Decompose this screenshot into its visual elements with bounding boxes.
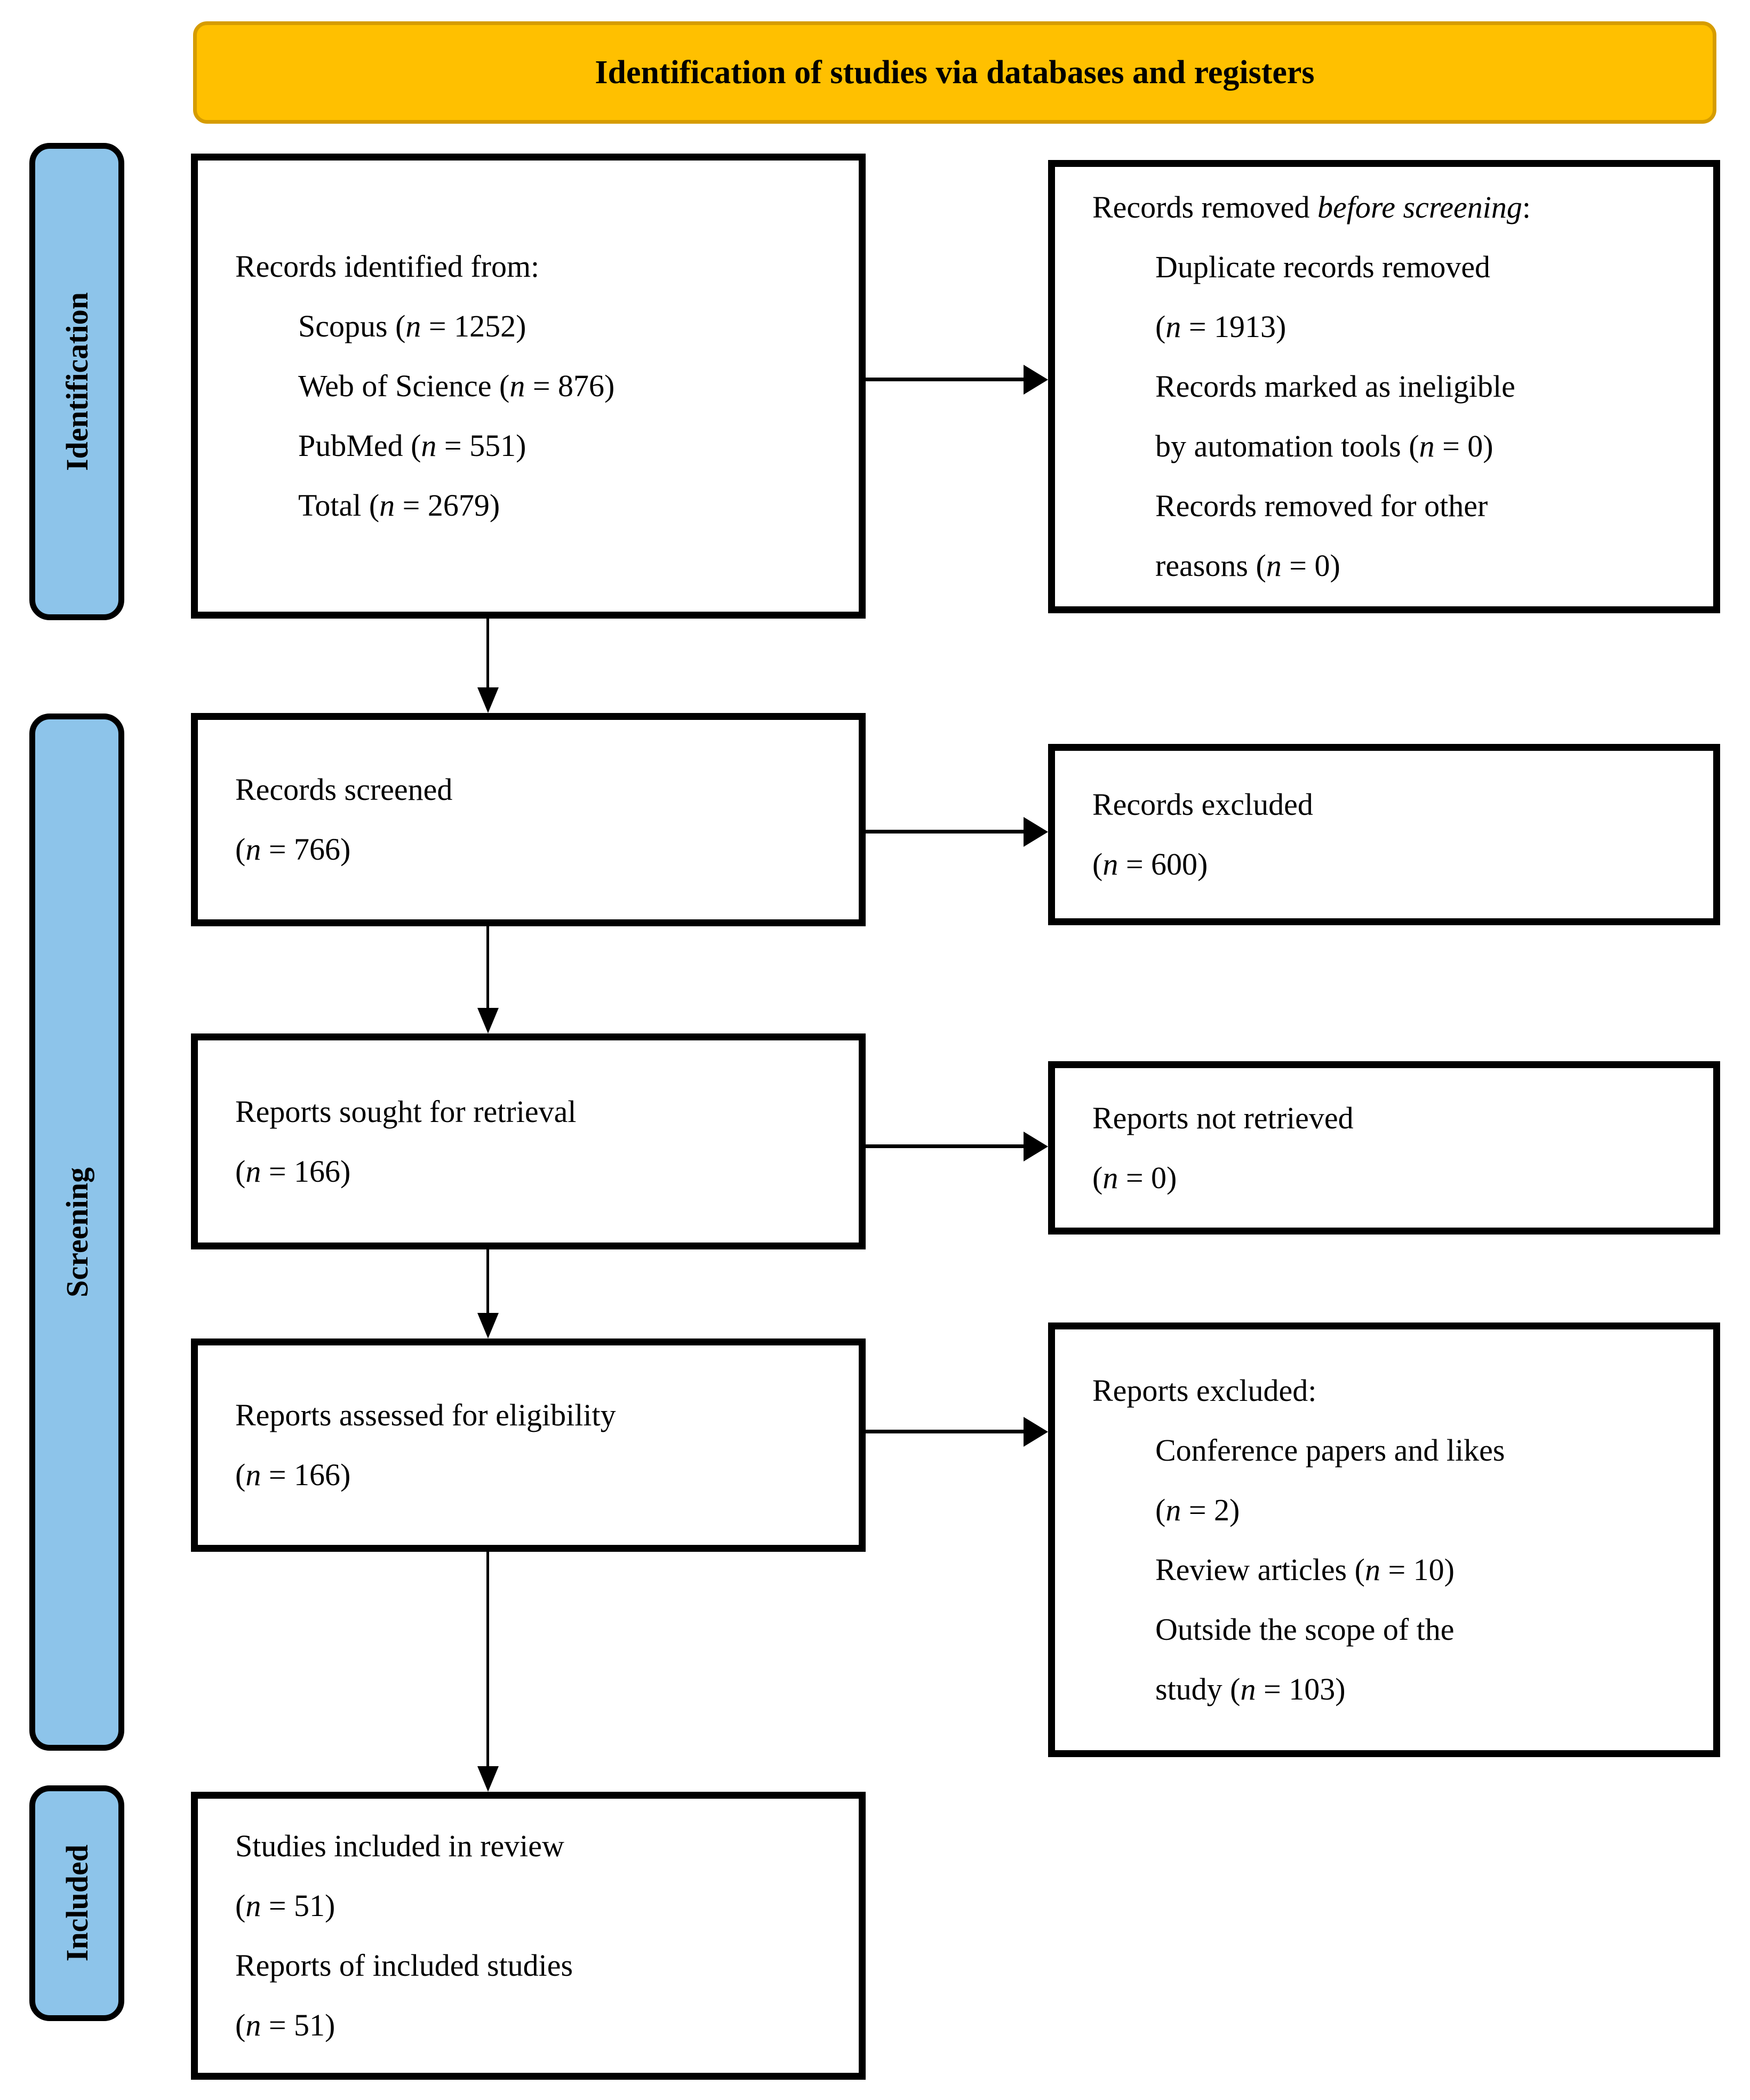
box-text-line: reasons (n = 0) xyxy=(1155,548,1340,583)
box-text-line: Reports excluded: xyxy=(1092,1373,1317,1408)
phase-screening-label: Screening xyxy=(59,1167,94,1297)
box-text-line: Studies included in review xyxy=(235,1829,564,1863)
box-text-line: (n = 166) xyxy=(235,1153,351,1189)
phase-identification-label: Identification xyxy=(59,292,94,471)
box-text-line: Records removed for other xyxy=(1155,488,1488,523)
arrow-right-screened-to-excluded xyxy=(866,830,1024,833)
box-text-line: Reports assessed for eligibility xyxy=(235,1398,616,1432)
arrow-right-sought-to-not-retrieved xyxy=(866,1144,1024,1148)
box-text-line: (n = 766) xyxy=(235,832,351,867)
box-text-line: Records marked as ineligible xyxy=(1155,369,1515,404)
arrow-down-assessed-to-included xyxy=(486,1552,489,1766)
box-text-line: PubMed (n = 551) xyxy=(298,428,526,463)
box-text-line: (n = 0) xyxy=(1092,1160,1177,1195)
box-text-line: Review articles (n = 10) xyxy=(1155,1552,1455,1587)
box-reports-assessed-for-eligibility: Reports assessed for eligibility (n = 166… xyxy=(191,1338,866,1552)
box-records-removed-before-screening: Records removed before screening: Duplica… xyxy=(1048,160,1720,613)
box-reports-not-retrieved: Reports not retrieved (n = 0) xyxy=(1048,1061,1720,1235)
arrow-right-assessed-to-excluded xyxy=(866,1430,1024,1433)
box-text-line: (n = 51) xyxy=(235,1888,335,1923)
box-text-line: (n = 166) xyxy=(235,1457,351,1492)
box-reports-sought-for-retrieval: Reports sought for retrieval (n = 166) xyxy=(191,1033,866,1249)
box-text-line: Total (n = 2679) xyxy=(298,488,500,523)
phase-screening: Screening xyxy=(29,714,124,1751)
box-text-line: Records identified from: xyxy=(235,249,540,284)
box-text-line: (n = 2) xyxy=(1155,1492,1240,1527)
arrow-down-identified-to-screened xyxy=(486,619,489,687)
box-text-line: by automation tools (n = 0) xyxy=(1155,429,1493,463)
arrow-down-sought-to-assessed xyxy=(486,1249,489,1313)
box-text-line: Conference papers and likes xyxy=(1155,1432,1505,1468)
box-text-line: Scopus (n = 1252) xyxy=(298,309,526,343)
box-text-line: (n = 600) xyxy=(1092,847,1208,881)
box-text-line: (n = 51) xyxy=(235,2008,335,2042)
box-text-line: Records excluded xyxy=(1092,787,1313,822)
box-text-line: Web of Science (n = 876) xyxy=(298,368,615,403)
box-text-line: Reports of included studies xyxy=(235,1948,573,1983)
box-text-line: study (n = 103) xyxy=(1155,1671,1346,1706)
box-reports-excluded: Reports excluded: Conference papers and l… xyxy=(1048,1322,1720,1757)
arrow-right-identified-to-removed xyxy=(866,378,1024,381)
diagram-title-banner: Identification of studies via databases … xyxy=(193,21,1716,124)
box-text-line: Reports not retrieved xyxy=(1092,1100,1354,1135)
arrow-down-screened-to-sought xyxy=(486,926,489,1008)
box-text-line: Reports sought for retrieval xyxy=(235,1094,577,1129)
box-text-line: Records screened xyxy=(235,772,453,807)
diagram-title: Identification of studies via databases … xyxy=(595,54,1315,91)
box-text-line: Records removed before screening: xyxy=(1092,190,1531,225)
box-records-identified: Records identified from: Scopus (n = 1252… xyxy=(191,154,866,619)
phase-identification: Identification xyxy=(29,143,124,620)
phase-included-label: Included xyxy=(59,1845,94,1962)
box-text-line: (n = 1913) xyxy=(1155,309,1286,344)
box-records-screened: Records screened (n = 766) xyxy=(191,713,866,926)
box-text-line: Duplicate records removed xyxy=(1155,250,1491,284)
box-records-excluded: Records excluded (n = 600) xyxy=(1048,744,1720,925)
phase-included: Included xyxy=(29,1785,124,2021)
box-text-line: Outside the scope of the xyxy=(1155,1612,1455,1647)
box-studies-included-in-review: Studies included in review (n = 51) Report… xyxy=(191,1792,866,2080)
